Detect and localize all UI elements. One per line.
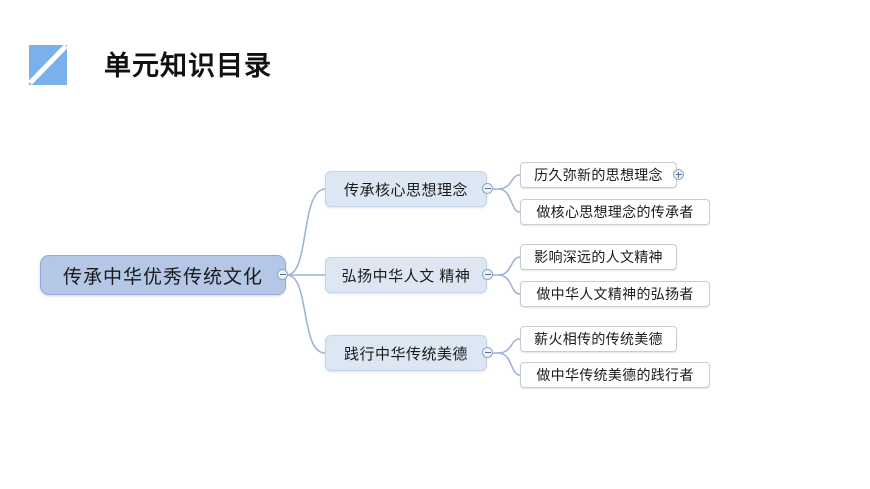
mindmap-leaf-label-0-0: 历久弥新的思想理念 [534, 167, 663, 183]
connector-root-branch-0 [286, 188, 326, 276]
mindmap-branch-label-0: 传承核心思想理念 [343, 181, 468, 199]
connector-branch-1-leaf-0 [497, 256, 521, 276]
mindmap-leaf-node-1-0[interactable]: 影响深远的人文精神 [520, 244, 677, 270]
mindmap-root-node[interactable]: 传承中华优秀传统文化 [40, 255, 286, 295]
mindmap-leaf-node-0-1[interactable]: 做核心思想理念的传承者 [520, 199, 710, 225]
mindmap-leaf-label-2-1: 做中华传统美德的践行者 [536, 367, 694, 383]
mindmap-leaf-label-0-1: 做核心思想理念的传承者 [536, 204, 694, 220]
branch-0-collapse-toggle[interactable] [482, 183, 493, 194]
mindmap-leaf-node-0-0[interactable]: 历久弥新的思想理念 [520, 162, 677, 188]
mindmap-root-label: 传承中华优秀传统文化 [62, 266, 263, 288]
mindmap-branch-node-1[interactable]: 弘扬中华人文 精神 [325, 257, 487, 293]
page-title: 单元知识目录 [104, 51, 272, 81]
connector-root-branch-2 [286, 274, 326, 354]
mindmap-leaf-label-2-0: 薪火相传的传统美德 [534, 331, 663, 347]
root-collapse-toggle[interactable] [277, 269, 288, 280]
leaf-0-0-expand-toggle[interactable] [673, 169, 684, 180]
connector-branch-2-leaf-1 [497, 352, 521, 376]
mindmap-branch-label-2: 践行中华传统美德 [343, 345, 468, 363]
mindmap-branch-label-1: 弘扬中华人文 精神 [341, 267, 471, 285]
connector-branch-0-leaf-0 [497, 174, 521, 190]
connector-branch-2-leaf-0 [497, 338, 521, 354]
blue-square-diagonal-icon [28, 44, 68, 86]
connector-branch-1-leaf-1 [497, 274, 521, 295]
mindmap-leaf-label-1-1: 做中华人文精神的弘扬者 [536, 286, 694, 302]
mindmap-leaf-label-1-0: 影响深远的人文精神 [534, 249, 663, 265]
mindmap-leaf-node-2-1[interactable]: 做中华传统美德的践行者 [520, 362, 710, 388]
mindmap-branch-node-0[interactable]: 传承核心思想理念 [325, 171, 487, 207]
mindmap-leaf-node-1-1[interactable]: 做中华人文精神的弘扬者 [520, 281, 710, 307]
branch-1-collapse-toggle[interactable] [482, 269, 493, 280]
mindmap-leaf-node-2-0[interactable]: 薪火相传的传统美德 [520, 326, 677, 352]
connector-branch-0-leaf-1 [497, 188, 521, 213]
branch-2-collapse-toggle[interactable] [482, 347, 493, 358]
slide-header: 单元知识目录 [0, 0, 870, 110]
mindmap-branch-node-2[interactable]: 践行中华传统美德 [325, 335, 487, 371]
